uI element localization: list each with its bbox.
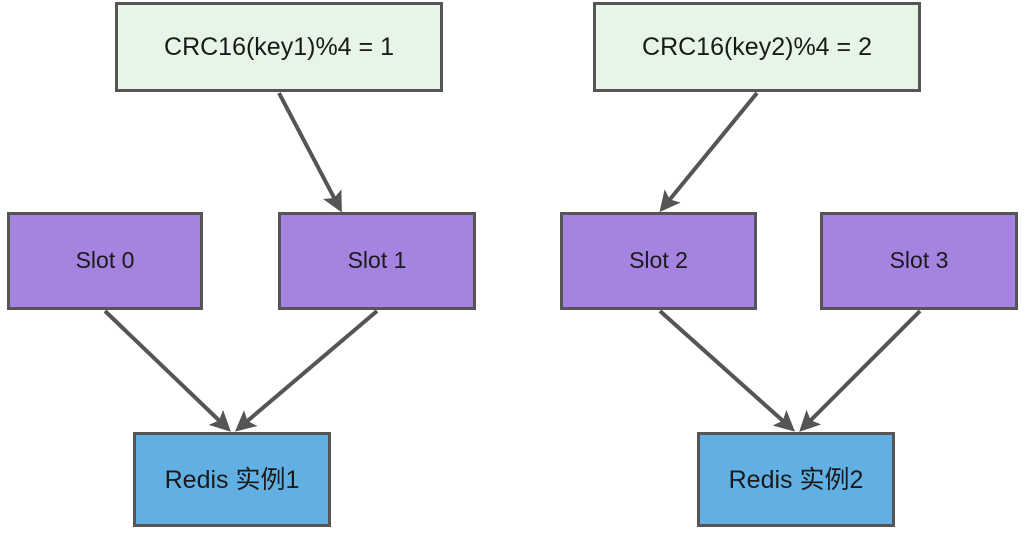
node-label: CRC16(key1)%4 = 1	[164, 33, 394, 61]
node-redis-instance-1[interactable]: Redis 实例1	[133, 432, 331, 527]
hash-key2-to-slot2	[659, 91, 759, 213]
slot0-to-redis1	[103, 309, 231, 432]
hash-key1-to-slot1	[277, 92, 342, 213]
node-label: Slot 0	[75, 247, 135, 274]
slot3-to-redis2	[799, 309, 922, 432]
node-hash-key1[interactable]: CRC16(key1)%4 = 1	[115, 2, 443, 92]
slot2-to-redis2	[658, 309, 795, 432]
slot1-to-redis1	[234, 309, 379, 432]
node-label: Redis 实例2	[728, 465, 864, 494]
node-label: CRC16(key2)%4 = 2	[642, 33, 872, 61]
node-label: Slot 2	[629, 247, 688, 274]
node-slot-1[interactable]: Slot 1	[278, 212, 476, 310]
node-label: Redis 实例1	[164, 465, 300, 494]
node-redis-instance-2[interactable]: Redis 实例2	[697, 432, 895, 527]
node-slot-0[interactable]: Slot 0	[7, 212, 203, 310]
node-label: Slot 3	[889, 247, 949, 274]
node-label: Slot 1	[347, 247, 407, 274]
node-slot-2[interactable]: Slot 2	[560, 212, 757, 310]
node-slot-3[interactable]: Slot 3	[820, 212, 1018, 310]
node-hash-key2[interactable]: CRC16(key2)%4 = 2	[593, 2, 921, 92]
